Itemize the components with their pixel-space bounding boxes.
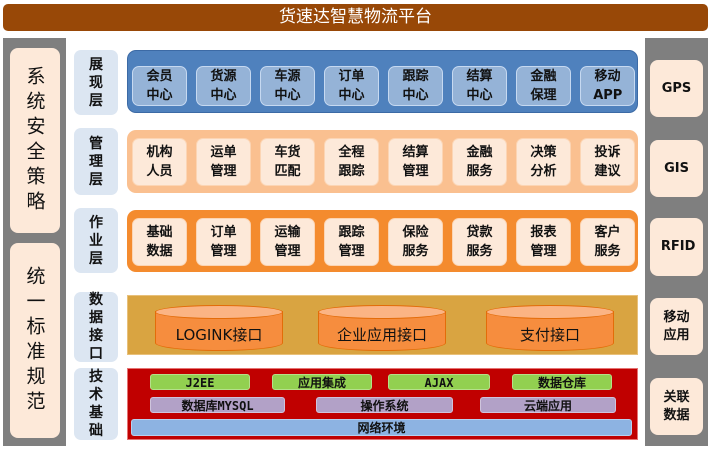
layer-label-text: 作业层 [89,214,103,267]
tech-app-integration: 应用集成 [272,374,372,390]
layer-label-text: 展现层 [89,56,103,109]
module-item: 贷款服务 [452,218,507,266]
module-item: 订单管理 [196,218,251,266]
module-item-label: 订单中心 [338,69,365,103]
gis-box: GIS [650,140,703,197]
linked-data-box: 关联数据 [650,378,703,435]
module-item-label: 运输管理 [274,225,301,259]
module-item: 金融保理 [516,66,571,106]
module-item-label: 投诉建议 [594,145,621,179]
layer-label-presentation: 展现层 [74,50,118,115]
module-item-label: 运单管理 [210,145,237,179]
module-item-label: 结算管理 [402,145,429,179]
standards-box: 统一标准规范 [10,243,60,438]
tech-data-warehouse: 数据仓库 [512,374,612,390]
payment-interface-cylinder: 支付接口 [486,305,614,353]
module-item: 全程跟踪 [324,138,379,186]
module-item: 运单管理 [196,138,251,186]
gps-box: GPS [650,60,703,117]
module-item-label: 会员中心 [146,69,173,103]
module-item-label: 金融保理 [530,69,557,103]
tech-os: 操作系统 [316,397,453,413]
module-item-label: 报表管理 [530,225,557,259]
module-item-label: 客户服务 [594,225,621,259]
layer-label-interface: 数据接口 [74,292,118,362]
module-item-label: 全程跟踪 [338,145,365,179]
module-item: 决策分析 [516,138,571,186]
module-item-label: 基础数据 [146,225,173,259]
module-item: 会员中心 [132,66,187,106]
module-item: 金融服务 [452,138,507,186]
module-item: 保险服务 [388,218,443,266]
tech-ajax: AJAX [388,374,490,390]
loink-interface-cylinder: LOGINK接口 [155,305,283,353]
module-item: 报表管理 [516,218,571,266]
security-policy-label: 系统安全策略 [23,65,46,216]
security-policy-box: 系统安全策略 [10,48,60,233]
module-item: 客户服务 [580,218,635,266]
module-item-label: 机构人员 [146,145,173,179]
module-item-label: 移动APP [593,69,623,103]
module-item-label: 订单管理 [210,225,237,259]
module-item: 结算管理 [388,138,443,186]
layer-label-management: 管理层 [74,128,118,195]
module-item: 移动APP [580,66,635,106]
standards-label: 统一标准规范 [23,265,46,416]
module-item-label: 金融服务 [466,145,493,179]
module-item: 跟踪中心 [388,66,443,106]
module-item-label: 跟踪中心 [402,69,429,103]
tech-mysql: 数据库MYSQL [150,397,285,413]
enterprise-interface-cylinder: 企业应用接口 [318,305,446,353]
layer-label-operation: 作业层 [74,208,118,273]
layer-label-text: 技术基础 [89,369,103,439]
rfid-label: RFID [660,239,696,254]
module-item: 跟踪管理 [324,218,379,266]
mobile-app-box: 移动应用 [650,298,703,355]
gps-label: GPS [661,80,692,96]
module-item: 基础数据 [132,218,187,266]
tech-network: 网络环境 [131,419,632,436]
module-item: 运输管理 [260,218,315,266]
module-item-label: 货源中心 [210,69,237,103]
mobile-app-label: 移动应用 [663,309,690,343]
module-item-label: 车货匹配 [274,145,301,179]
module-item-label: 车源中心 [274,69,301,103]
module-item: 机构人员 [132,138,187,186]
layer-label-text: 管理层 [89,135,103,188]
module-item-label: 结算中心 [466,69,493,103]
layer-label-tech: 技术基础 [74,368,118,440]
module-item-label: 决策分析 [530,145,557,179]
module-item-label: 贷款服务 [466,225,493,259]
module-item-label: 保险服务 [402,225,429,259]
module-item: 结算中心 [452,66,507,106]
layer-label-text: 数据接口 [89,292,103,362]
module-item: 车源中心 [260,66,315,106]
module-item: 车货匹配 [260,138,315,186]
module-item: 货源中心 [196,66,251,106]
tech-j2ee: J2EE [150,374,250,390]
module-item: 订单中心 [324,66,379,106]
gis-label: GIS [664,160,689,176]
linked-data-label: 关联数据 [663,389,690,423]
tech-cloud: 云端应用 [480,397,616,413]
module-item: 投诉建议 [580,138,635,186]
platform-title: 货速达智慧物流平台 [3,4,708,31]
module-item-label: 跟踪管理 [338,225,365,259]
rfid-box: RFID [650,218,703,276]
